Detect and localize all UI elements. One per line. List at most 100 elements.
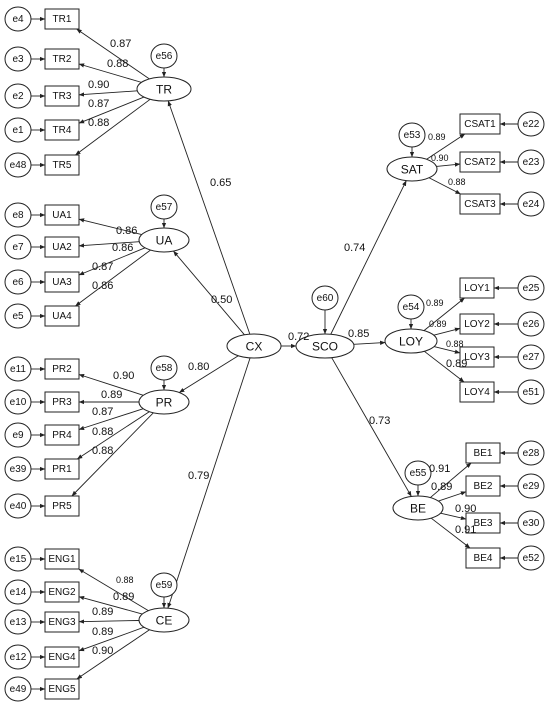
edge-tr-tr5 [75,98,151,156]
loading-loy4: 0.89 [446,358,467,370]
loading-pr3: 0.89 [101,389,122,401]
error-e6-label: e6 [12,277,24,288]
loading-eng5: 0.90 [92,645,113,657]
latent-ua-shape [138,227,190,253]
loading-loy3: 0.88 [446,339,464,349]
error-e4-label: e4 [12,14,24,25]
error-e22-label: e22 [523,119,540,130]
indicator-pr2-label: PR2 [52,364,72,375]
error-e11-label: e11 [10,364,26,375]
loading-be1: 0.91 [429,463,450,475]
latent-pr-shape [138,389,190,415]
latent-ce: CE [138,607,190,633]
error-e14-label: e14 [10,587,27,598]
indicator-loy2-label: LOY2 [464,319,490,330]
indicator-be4-box [465,547,501,569]
error-e26-shape [517,311,545,337]
error-e51-shape [517,379,545,405]
error-e55: e55 [404,460,432,486]
latent-be: BE [392,495,444,521]
indicator-tr5-box [44,154,80,176]
error-e51: e51 [517,379,545,405]
indicator-eng2-label: ENG2 [48,587,76,598]
loading-eng2: 0.89 [113,591,134,603]
error-e29-shape [517,473,545,499]
error-e59: e59 [150,572,178,598]
path-coef-cx-pr: 0.80 [188,361,209,373]
edges-layer [31,16,518,692]
error-e39-label: e39 [10,464,27,475]
indicator-be4-label: BE4 [474,553,493,564]
error-e25-shape [517,275,545,301]
indicator-tr3-label: TR3 [53,91,72,102]
edge-ce-eng5 [76,629,150,680]
loading-be3: 0.90 [455,503,476,515]
indicator-loy2: LOY2 [459,313,495,335]
indicator-loy1: LOY1 [459,277,495,299]
indicator-pr3: PR3 [44,391,80,413]
error-e58-shape [150,355,178,381]
error-e9-label: e9 [12,430,24,441]
error-e10-label: e10 [10,397,27,408]
latent-loy-shape [384,328,438,354]
edge-pr-pr2 [78,374,144,396]
indicator-tr5-label: TR5 [53,160,72,171]
error-e28-shape [517,440,545,466]
error-e13-shape [4,609,32,635]
indicator-csat3-label: CSAT3 [464,199,496,210]
error-e8-shape [4,202,32,228]
path-cx-tr [167,100,251,335]
error-e11-shape [4,356,32,382]
indicator-tr4-box [44,119,80,141]
indicator-csat2-box [459,151,501,173]
error-e24: e24 [517,191,545,217]
latent-sco-shape [295,333,355,359]
loading-csat3: 0.88 [448,177,466,187]
error-e24-label: e24 [523,199,540,210]
error-e3: e3 [4,46,32,72]
indicator-pr3-box [44,391,80,413]
indicator-loy1-label: LOY1 [464,283,490,294]
error-e4: e4 [4,6,32,32]
latent-tr: TR [136,76,192,102]
indicator-ua4-label: UA4 [52,311,72,322]
indicator-be4: BE4 [465,547,501,569]
indicator-tr3: TR3 [44,85,80,107]
error-e7-shape [4,234,32,260]
indicator-ua1: UA1 [44,204,80,226]
loading-ua4: 0.86 [92,280,113,292]
error-e56-label: e56 [156,51,173,62]
indicator-tr1-label: TR1 [53,14,72,25]
error-e15-shape [4,546,32,572]
error-e26: e26 [517,311,545,337]
error-e56: e56 [150,43,178,69]
error-e11: e11 [4,356,32,382]
indicator-pr4-label: PR4 [52,430,72,441]
latent-sco: SCO [295,333,355,359]
error-e39-shape [4,456,32,482]
path-coef-cx-ce: 0.79 [188,470,209,482]
error-e26-label: e26 [523,319,540,330]
error-e25-label: e25 [523,283,540,294]
error-e53-shape [398,122,426,148]
loading-loy1: 0.89 [426,298,444,308]
error-e55-shape [404,460,432,486]
indicator-be1: BE1 [465,442,501,464]
loading-csat2: 0.90 [431,153,449,163]
error-e4-shape [4,6,32,32]
error-e30: e30 [517,510,545,536]
edge-be-be4 [430,517,471,549]
indicator-csat2-label: CSAT2 [464,157,496,168]
error-e58-label: e58 [156,363,173,374]
path-coef-sco-be: 0.73 [369,415,390,427]
error-e5: e5 [4,303,32,329]
path-coef-sco-sat: 0.74 [344,242,365,254]
error-e39: e39 [4,456,32,482]
error-e5-shape [4,303,32,329]
indicator-loy2-box [459,313,495,335]
indicator-ua3: UA3 [44,271,80,293]
indicator-loy1-box [459,277,495,299]
error-e59-shape [150,572,178,598]
indicator-pr3-label: PR3 [52,397,72,408]
latent-ua-label: UA [156,234,173,248]
